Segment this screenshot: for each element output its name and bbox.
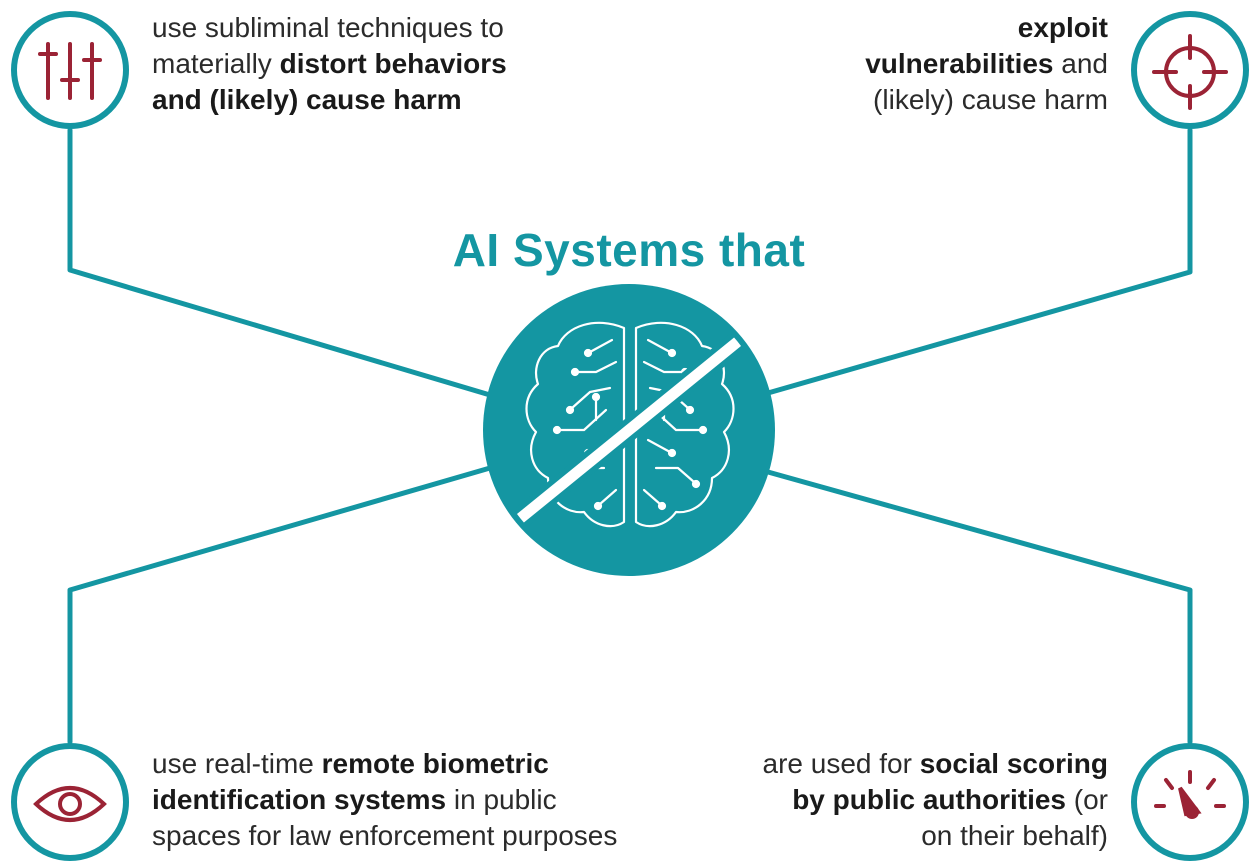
item-text-line: (likely) cause harm [790,82,1108,118]
bold-text-run: exploit [1017,12,1108,43]
bold-text-run: vulnerabilities [865,48,1054,79]
text-run: (likely) cause harm [873,84,1108,115]
item-text-line: vulnerabilities and [790,46,1108,82]
connector-top-left [67,127,493,398]
eye-icon [33,786,107,822]
item-text-line: by public authorities (or [700,782,1108,818]
bold-text-run: social scoring [919,748,1108,779]
item-text-line: and (likely) cause harm [152,82,612,118]
text-run: are used for [762,748,920,779]
brain-circuit-prohibited-icon [483,284,775,576]
item-text-line: spaces for law enforcement purposes [152,818,652,854]
item-text-line: materially distort behaviors [152,46,612,82]
item-text-line: use subliminal techniques to [152,10,612,46]
text-run: materially [152,48,280,79]
bold-text-run: distort behaviors [279,48,507,79]
connector-bottom-left [67,465,493,745]
gauge-meter-icon [1154,770,1226,819]
text-run: in public [446,784,557,815]
icon-ring-top-right [1131,11,1249,129]
item-text-line: use real-time remote biometric [152,746,652,782]
item-text-line: exploit [790,10,1108,46]
sliders-icon [38,42,102,100]
diagram-title: AI Systems that [452,224,806,276]
icon-ring-bottom-left [11,743,129,861]
item-text-line: are used for social scoring [700,746,1109,782]
crosshair-target-icon [1152,34,1228,110]
bold-text-run: identification systems [152,784,447,815]
item-text-line: on their behalf) [700,818,1108,854]
connector-top-right [765,127,1193,396]
text-run: use real-time [152,748,322,779]
bold-text-run: and (likely) cause harm [152,84,462,115]
bold-text-run: by public authorities [792,784,1066,815]
connector-bottom-right [765,469,1193,745]
text-run: use subliminal techniques to [152,12,504,43]
text-run: and [1053,48,1108,79]
text-run: on their behalf) [921,820,1108,851]
text-run: (or [1066,784,1108,815]
text-run: spaces for law enforcement purposes [152,820,618,851]
item-text-line: identification systems in public [152,782,652,818]
bold-text-run: remote biometric [321,748,549,779]
